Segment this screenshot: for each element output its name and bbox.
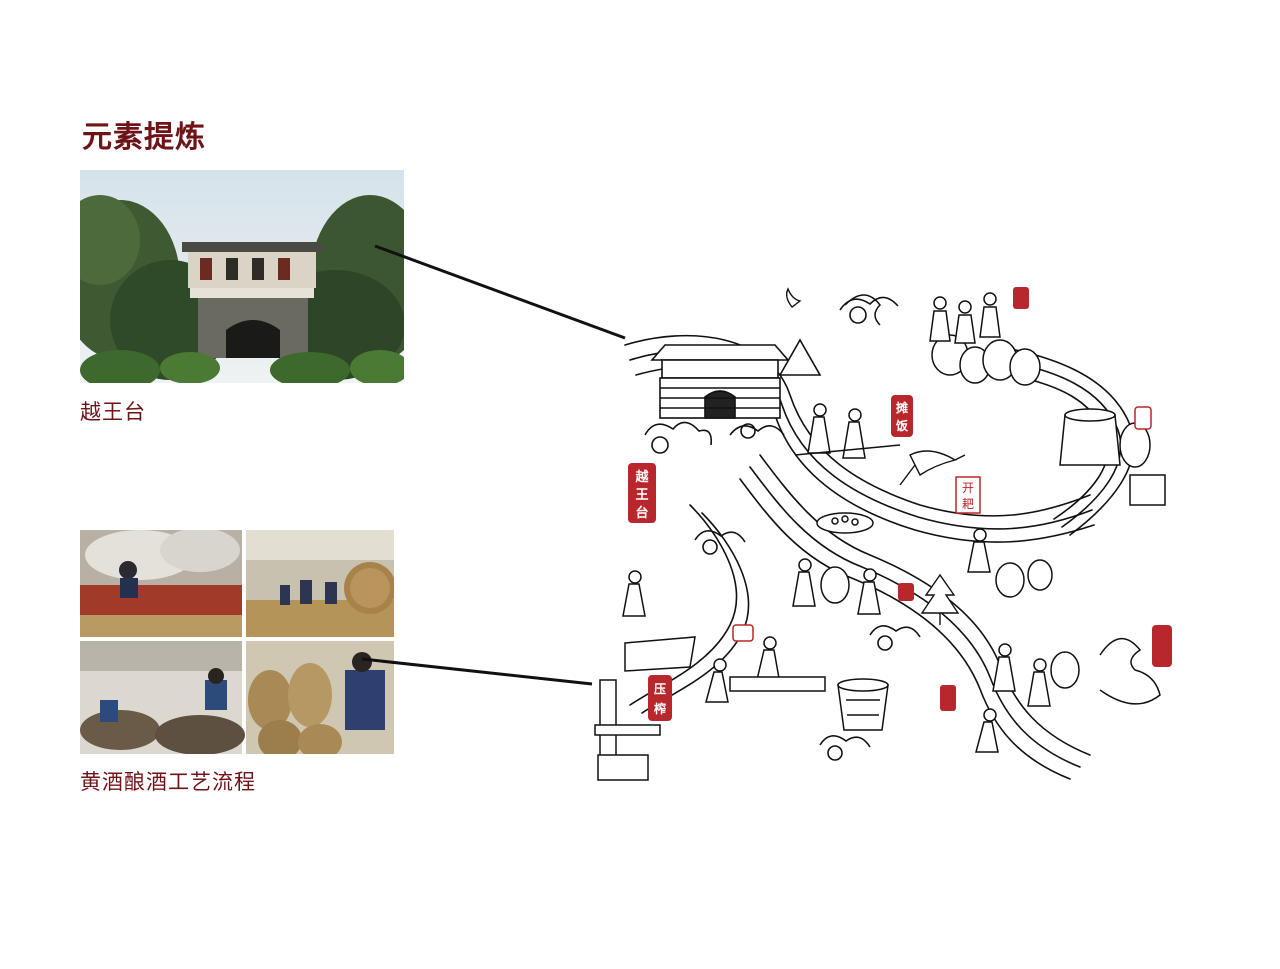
page-title: 元素提炼 xyxy=(82,120,206,155)
svg-text:开: 开 xyxy=(962,481,974,495)
warehouse-photo xyxy=(246,530,394,637)
gate-building-drawing xyxy=(650,344,790,419)
yue-wang-tai-photo xyxy=(80,170,404,383)
crane-bird-drawing xyxy=(785,287,966,486)
jars-photo xyxy=(246,641,394,754)
seal-stamps: 越 王 台 摊 饭 开 耙 压 榨 xyxy=(628,287,1172,721)
yue-wang-tai-caption: 越王台 xyxy=(80,400,146,424)
seal-left-small xyxy=(732,624,754,642)
brewing-process-illustration: 越 王 台 摊 饭 开 耙 压 榨 xyxy=(594,287,1172,781)
svg-text:榨: 榨 xyxy=(653,701,666,716)
pine-tree-drawing xyxy=(920,573,960,625)
workers-drawing xyxy=(594,292,1166,781)
seal-tan-fan: 摊 饭 xyxy=(891,395,913,437)
svg-text:王: 王 xyxy=(635,488,648,503)
seal-yue-wang-tai: 越 王 台 xyxy=(628,463,656,523)
huangjiu-process-photos xyxy=(80,530,394,754)
seal-kai-pa: 开 耙 xyxy=(955,476,981,514)
vats-photo xyxy=(80,641,245,754)
seal-ya-zha: 压 榨 xyxy=(648,675,672,721)
svg-text:压: 压 xyxy=(654,682,666,696)
svg-text:台: 台 xyxy=(635,505,648,521)
cloud-motifs xyxy=(644,296,921,761)
svg-text:摊: 摊 xyxy=(896,400,908,415)
seal-top-right xyxy=(1013,287,1029,309)
seal-feng-cun xyxy=(940,685,956,711)
svg-text:越: 越 xyxy=(634,469,649,485)
huangjiu-process-caption: 黄酒酿酒工艺流程 xyxy=(80,770,256,794)
seal-right-small xyxy=(1134,406,1152,430)
svg-text:耙: 耙 xyxy=(962,497,974,511)
seal-jian-jiu xyxy=(898,583,914,601)
svg-text:饭: 饭 xyxy=(895,418,908,433)
seal-bottom-right xyxy=(1152,625,1172,667)
steaming-photo xyxy=(80,530,242,637)
